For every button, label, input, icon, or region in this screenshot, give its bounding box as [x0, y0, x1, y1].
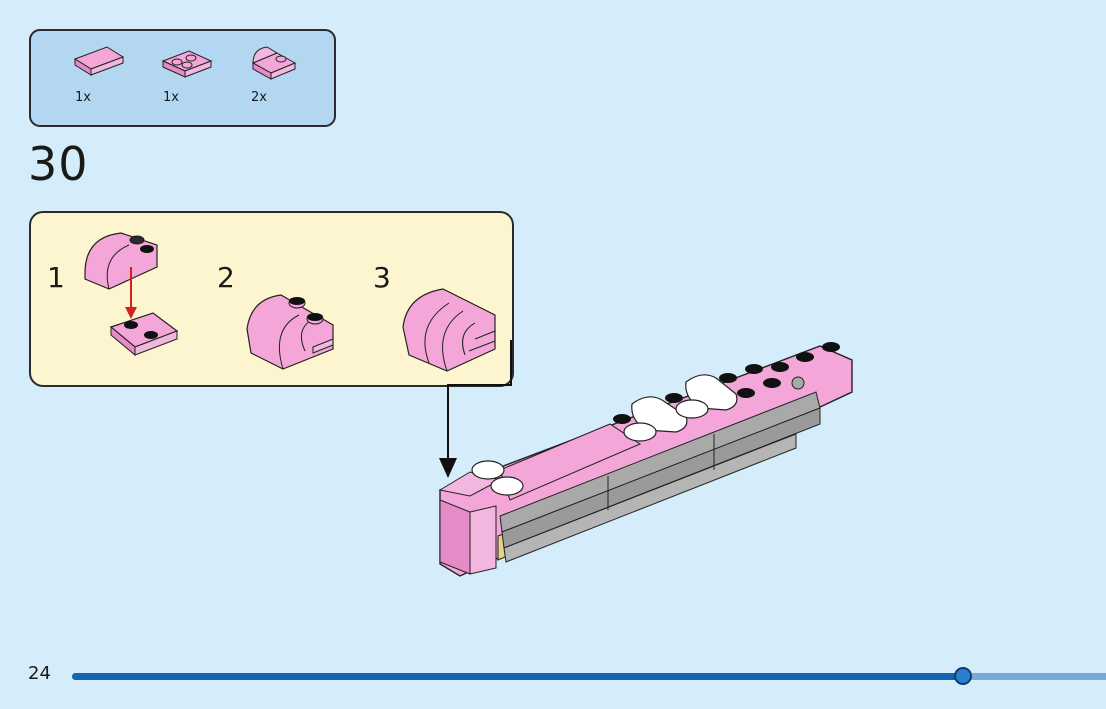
- callout-arrow: [439, 340, 512, 478]
- progress-fill: [72, 673, 964, 680]
- white-tiles: [471, 374, 738, 496]
- part-quantity: 1x: [163, 90, 179, 105]
- part-item: 1x: [71, 31, 141, 125]
- sub-step-1-figure: [84, 232, 179, 357]
- sub-step-label: 2: [217, 261, 235, 294]
- pink-plate-1x2-icon: [73, 46, 125, 76]
- sub-step-label: 1: [47, 261, 65, 294]
- sub-step-2-figure: [246, 294, 334, 370]
- pink-plate-2x2-icon: [161, 50, 213, 78]
- part-quantity: 2x: [251, 90, 267, 105]
- sub-step-3-figure: [402, 288, 496, 372]
- part-quantity: 1x: [75, 90, 91, 105]
- pink-studs: [613, 342, 840, 424]
- page-progress-bar: [72, 667, 1106, 685]
- pink-curved-slope-icon: [251, 46, 297, 80]
- part-item: 1x: [159, 31, 229, 125]
- progress-knob[interactable]: [954, 667, 973, 685]
- sub-step-label: 3: [373, 261, 391, 294]
- page-number: 24: [28, 663, 51, 684]
- sub-assembly-box: 1 2 3: [29, 211, 514, 387]
- parts-list-box: 1x 1x 2x: [29, 29, 336, 127]
- gray-tile-stripe: [499, 391, 821, 563]
- part-item: 2x: [247, 31, 317, 125]
- step-number: 30: [28, 137, 89, 191]
